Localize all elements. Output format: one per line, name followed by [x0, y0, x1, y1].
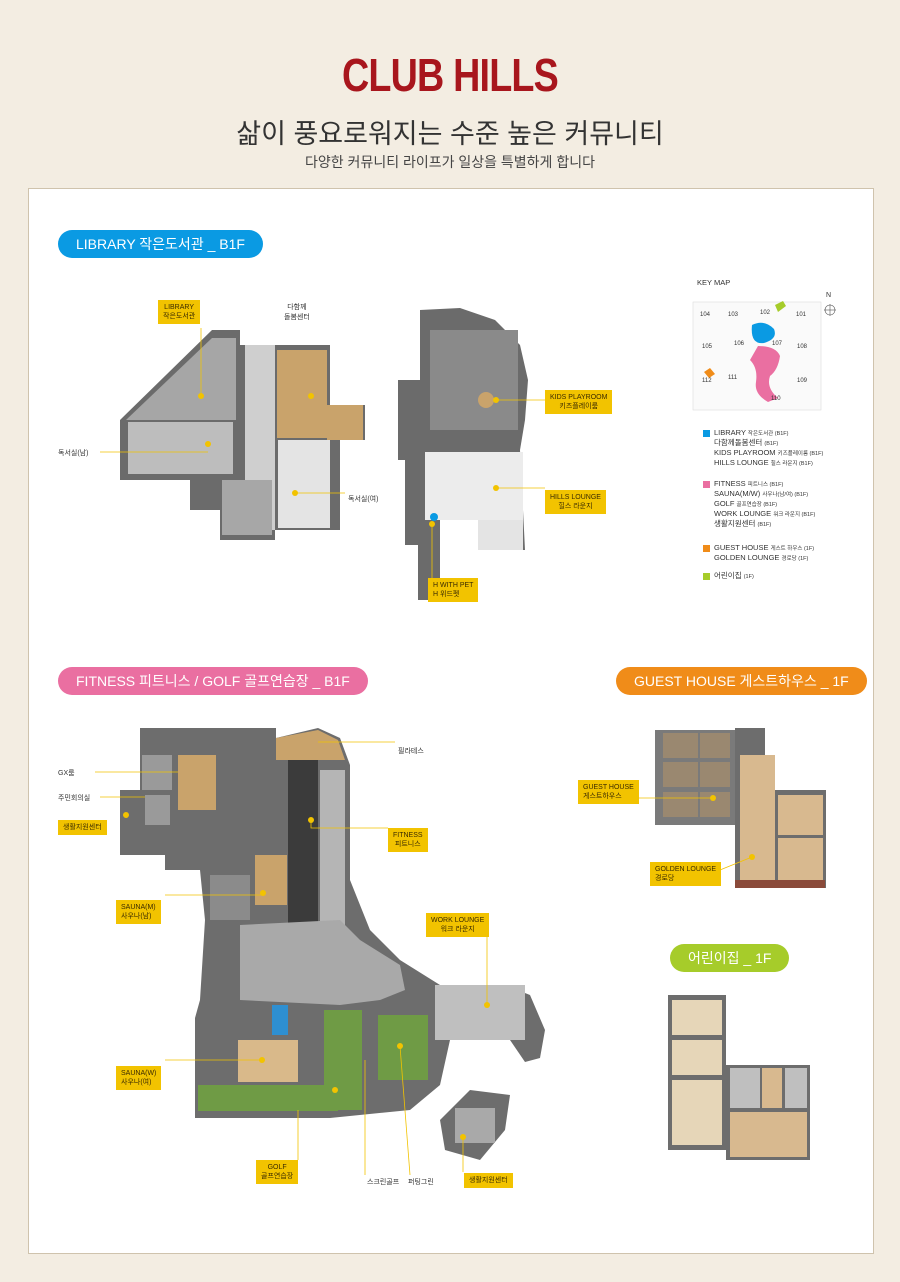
label-h-with-pet: H WITH PET H 위드펫: [428, 578, 479, 602]
label-library: LIBRARY 작은도서관: [158, 300, 201, 324]
label-work-lounge: WORK LOUNGE 워크 라운지: [426, 913, 490, 937]
label-support-1: 생활지원센터: [58, 820, 107, 835]
building-107: 107: [772, 341, 783, 347]
building-108: 108: [797, 344, 808, 350]
label-support-2: 생활지원센터: [464, 1173, 513, 1188]
building-105: 105: [702, 344, 713, 350]
label-hills-lounge: HILLS LOUNGE 힐스 라운지: [545, 490, 606, 514]
legend-item: 다함께돌봄센터 (B1F): [714, 438, 779, 447]
label-putting-green: 퍼팅그린: [408, 1179, 434, 1186]
label-sauna-w: SAUNA(W) 사우나(여): [116, 1066, 162, 1090]
north-icon: N: [826, 292, 832, 299]
page-subtitle: 삶이 풍요로워지는 수준 높은 커뮤니티: [236, 119, 664, 149]
building-110: 110: [771, 396, 781, 402]
building-103: 103: [728, 312, 739, 318]
building-112: 112: [702, 378, 712, 384]
section-fitness-pill: FITNESS 피트니스 / GOLF 골프연습장 _ B1F: [58, 667, 368, 695]
label-golf: GOLF 골프연습장: [256, 1160, 299, 1184]
label-fitness: FITNESS 피트니스: [388, 828, 428, 852]
section-guest-pill: GUEST HOUSE 게스트하우스 _ 1F: [616, 667, 867, 695]
legend-swatch-blue: [703, 430, 710, 437]
legend-swatch-pink: [703, 481, 710, 488]
legend-item: GUEST HOUSE 게스트 하우스 (1F): [714, 543, 815, 552]
label-guest-house: GUEST HOUSE 게스트하우스: [578, 780, 639, 804]
building-101: 101: [796, 312, 807, 318]
page-title: CLUB HILLS: [341, 49, 559, 101]
label-pilates: 필라테스: [398, 748, 424, 755]
label-screen-golf: 스크린골프: [367, 1179, 400, 1186]
legend-item: GOLF 골프연습장 (B1F): [714, 499, 778, 508]
label-gx: GX룸: [58, 770, 75, 777]
section-library-pill: LIBRARY 작은도서관 _ B1F: [58, 230, 263, 258]
legend-item: 어린이집 (1F): [714, 571, 754, 580]
legend-item: LIBRARY 작은도서관 (B1F): [714, 428, 789, 437]
building-109: 109: [797, 378, 808, 384]
legend-swatch-green: [703, 573, 710, 580]
label-reading-m: 독서실(남): [58, 450, 89, 457]
legend-item: 생활지원센터 (B1F): [714, 519, 772, 528]
legend-item: GOLDEN LOUNGE 경로당 (1F): [714, 553, 809, 562]
label-reading-f: 독서실(여): [348, 496, 379, 503]
label-sauna-m: SAUNA(M) 사우나(남): [116, 900, 161, 924]
label-golden-lounge: GOLDEN LOUNGE 경로당: [650, 862, 722, 886]
label-dahamke: 다함께 돌봄센터: [284, 304, 310, 321]
label-kids-playroom: KIDS PLAYROOM 키즈플레이룸: [545, 390, 613, 414]
legend-item: KIDS PLAYROOM 키즈플레이룸 (B1F): [714, 448, 824, 457]
page-tagline: 다양한 커뮤니티 라이프가 일상을 특별하게 합니다: [305, 154, 595, 170]
legend-item: SAUNA(M/W) 사우나(남/여) (B1F): [714, 489, 809, 498]
label-meeting: 주민회의실: [58, 795, 91, 802]
legend-item: WORK LOUNGE 워크 라운지 (B1F): [714, 509, 816, 518]
building-102: 102: [760, 310, 771, 316]
building-106: 106: [734, 341, 745, 347]
keymap-legend: LIBRARY 작은도서관 (B1F) 다함께돌봄센터 (B1F) KIDS P…: [703, 428, 863, 588]
legend-swatch-orange: [703, 545, 710, 552]
building-104: 104: [700, 312, 711, 318]
building-111: 111: [728, 375, 738, 381]
legend-item: HILLS LOUNGE 힐스 라운지 (B1F): [714, 458, 813, 467]
legend-item: FITNESS 피트니스 (B1F): [714, 479, 784, 488]
section-kids-pill: 어린이집 _ 1F: [670, 944, 790, 972]
keymap-title: KEY MAP: [697, 278, 731, 287]
